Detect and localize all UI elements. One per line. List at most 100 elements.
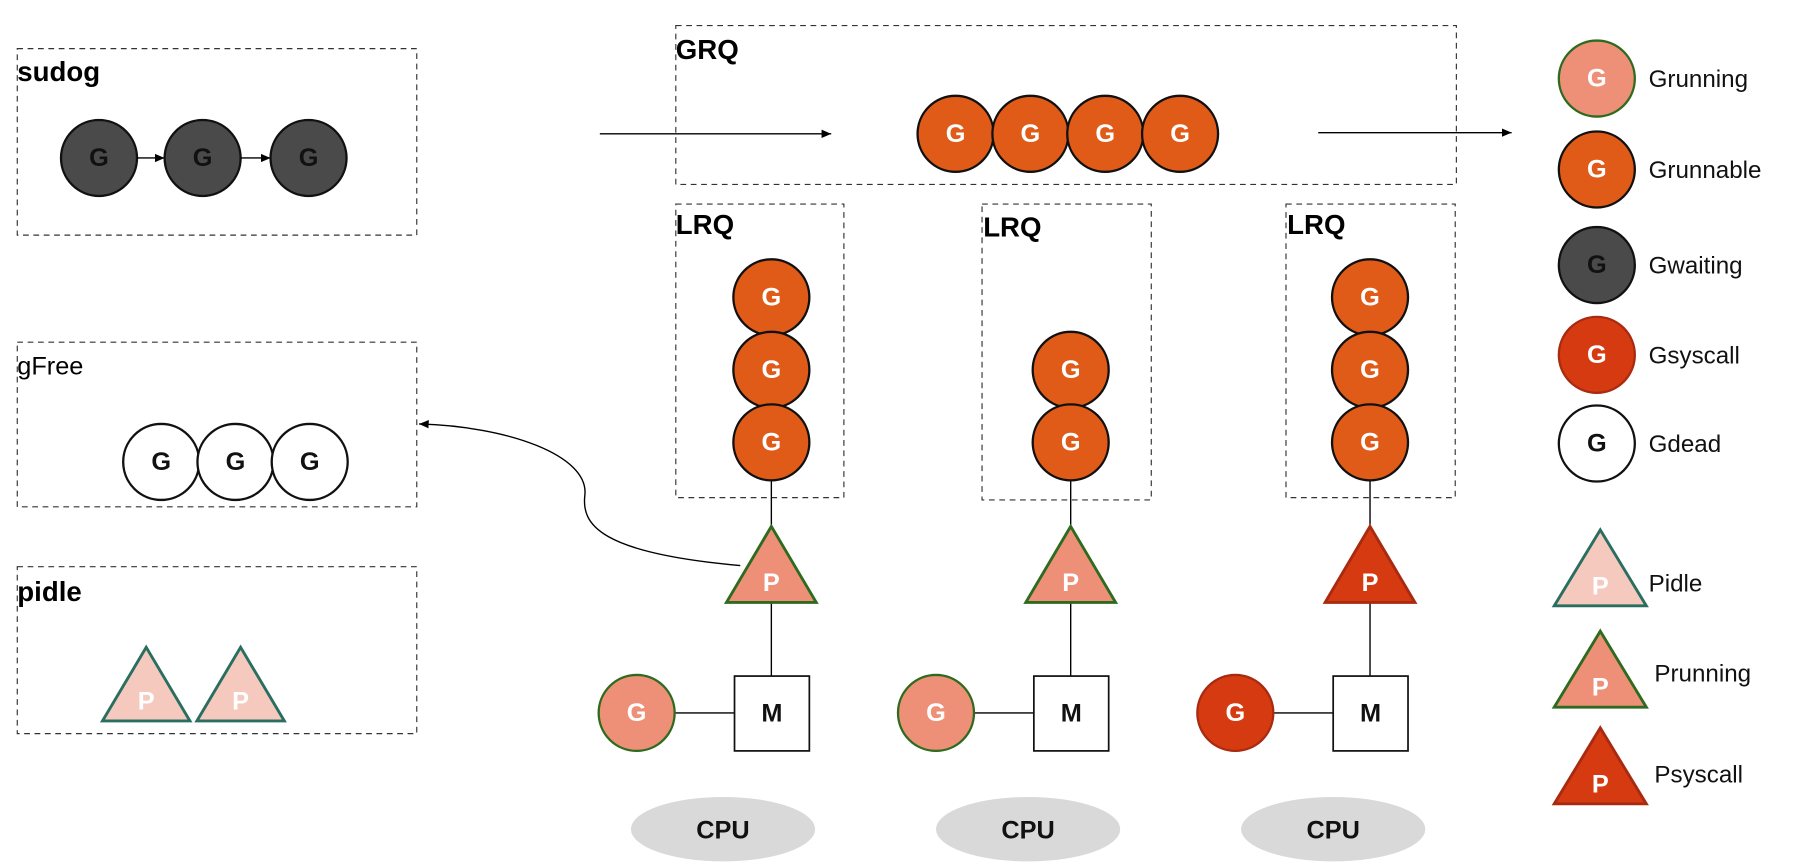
sudog-goroutine: G [59,118,139,198]
machine-1: M [733,675,811,752]
grq-label: GRQ [676,34,739,65]
sudog-box [16,48,418,236]
legend-pidle-label: Pidle [1649,570,1703,597]
cpu-label: CPU [1306,816,1359,844]
goroutine-circle [1557,315,1636,395]
grq-goroutine: G [991,94,1070,173]
goroutine-letter: G [762,283,782,311]
processor-triangle [723,523,819,604]
legend-prunning-icon: P [1551,628,1649,709]
processor-letter: P [1592,572,1609,600]
lrq-label-3: LRQ [1287,209,1345,240]
processor-triangle [1551,725,1649,806]
lrq-goroutine: G [1330,403,1410,482]
legend-grunning-icon: G [1557,39,1636,118]
gfree-goroutine: G [122,422,201,502]
lrq-label-2: LRQ [983,211,1041,242]
lrq-goroutine: G [1031,330,1110,409]
machine-letter: M [1360,699,1381,727]
goroutine-letter: G [1021,120,1041,148]
lrq-box-2 [981,203,1152,501]
legend-gwaiting-icon: G [1557,225,1636,305]
goroutine-letter: G [1587,65,1607,93]
goroutine-letter: G [1587,251,1607,279]
goroutine-circle [270,422,349,502]
pidle-box [16,566,418,735]
machine-letter: M [1061,699,1082,727]
gfree-box [16,341,418,508]
goroutine-circle [1557,404,1636,483]
goroutine-letter: G [1170,120,1190,148]
goroutine-letter: G [1587,156,1607,184]
processor-triangle [1551,527,1649,608]
goroutine-letter: G [226,448,246,476]
cpu-1: CPU [630,796,816,862]
goroutine-circle [732,403,811,482]
cpu-label: CPU [1001,816,1054,844]
grq-goroutine: G [1066,94,1145,173]
lrq-goroutine: G [1031,403,1110,482]
machine-2: M [1032,675,1110,752]
goroutine-letter: G [193,144,213,172]
goroutine-circle [1196,673,1275,753]
cpu-ellipse [630,796,816,862]
goroutine-letter: G [627,699,647,727]
gfree-goroutine: G [270,422,349,502]
lrq-goroutine: G [1330,330,1410,409]
legend-grunnable-label: Grunnable [1649,157,1762,184]
goroutine-letter: G [946,120,966,148]
cpu-ellipse [935,796,1121,862]
p-to-gfree-arrow [419,420,741,567]
goroutine-circle [269,118,348,198]
legend-gdead-icon: G [1557,404,1636,483]
goroutine-letter: G [299,144,319,172]
lrq-goroutine: G [1330,258,1410,337]
processor-triangle [194,644,287,723]
pidle-processor: P [194,644,287,723]
sudog-goroutine: G [269,118,348,198]
m-current-goroutine: G [896,673,976,753]
grq-goroutine: G [1140,94,1220,173]
processor-triangle [1551,628,1649,709]
sudog-label: sudog [17,56,100,87]
lrq-box-3 [1285,203,1456,499]
goroutine-letter: G [1360,428,1380,456]
processor-letter: P [1062,569,1079,597]
machine-box [1332,675,1409,752]
m-current-goroutine: G [597,673,676,753]
processor-2: P [1023,523,1119,604]
legend-pidle-icon: P [1551,527,1649,608]
processor-letter: P [1592,770,1609,798]
machine-box [1032,675,1110,752]
processor-triangle [1322,523,1418,604]
processor-1: P [723,523,819,604]
legend-gdead-label: Gdead [1649,431,1722,458]
machine-3: M [1332,675,1409,752]
goroutine-letter: G [300,448,320,476]
legend-psyscall-icon: P [1551,725,1649,806]
goroutine-letter: G [1360,356,1380,384]
goroutine-circle [1031,403,1110,482]
legend-grunning-label: Grunning [1649,66,1748,93]
goroutine-letter: G [762,428,782,456]
legend-gsyscall-icon: G [1557,315,1636,395]
goroutine-letter: G [1095,120,1115,148]
lrq-goroutine: G [732,403,811,482]
cpu-label: CPU [696,816,749,844]
goroutine-letter: G [1225,699,1245,727]
legend-grunnable-icon: G [1557,130,1636,209]
goroutine-letter: G [926,699,946,727]
goroutine-circle [1557,225,1636,305]
goroutine-letter: G [1061,356,1081,384]
goroutine-letter: G [1360,283,1380,311]
processor-letter: P [1362,569,1379,597]
gfree-goroutine: G [196,422,275,502]
sudog-goroutine: G [163,118,242,198]
goroutine-letter: G [1587,341,1607,369]
machine-letter: M [761,699,782,727]
processor-letter: P [138,687,155,715]
goroutine-letter: G [1587,430,1607,458]
grq-box [675,25,1457,186]
pidle-label: pidle [17,576,81,607]
